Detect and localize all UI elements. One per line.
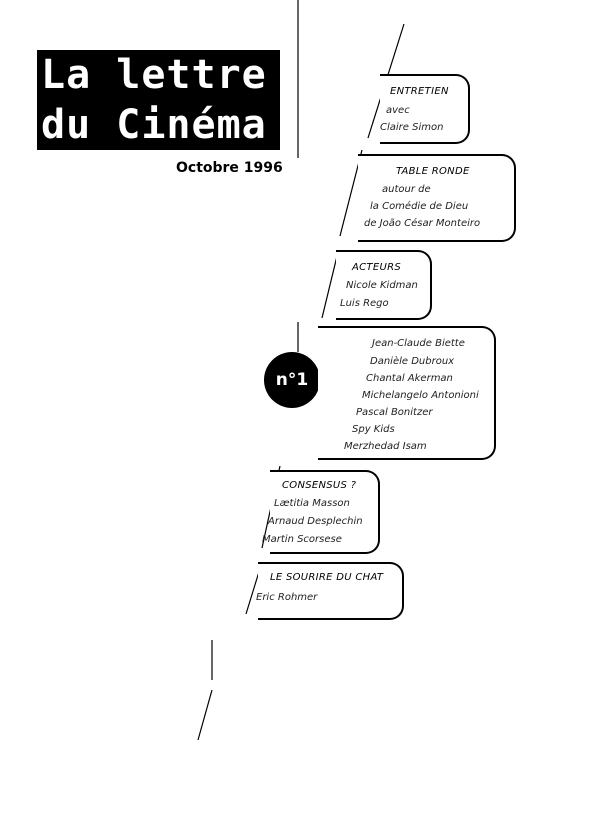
section-entretien-box <box>380 74 470 144</box>
section-table-ronde-item-2: la Comédie de Dieu <box>370 201 469 212</box>
section-table-ronde-title: TABLE RONDE <box>396 166 470 177</box>
issue-number-badge: n°1 <box>264 352 320 408</box>
section-sourire-title: LE SOURIRE DU CHAT <box>270 572 384 583</box>
section-acteurs-title: ACTEURS <box>352 262 401 273</box>
section-names-item-4: Michelangelo Antonioni <box>362 390 479 401</box>
section-sourire-box <box>258 562 404 620</box>
section-names-item-3: Chantal Akerman <box>366 373 453 384</box>
section-consensus-item-3: Martin Scorsese <box>262 534 342 545</box>
section-names-item-7: Merzhedad Isam <box>344 441 427 452</box>
section-entretien-item-2: Claire Simon <box>380 122 444 133</box>
section-entretien-item-1: avec <box>386 105 410 116</box>
section-table-ronde-item-3: de João César Monteiro <box>364 218 481 229</box>
masthead: La lettre du Cinéma <box>37 50 280 150</box>
section-sourire-item-1: Eric Rohmer <box>256 592 318 603</box>
section-consensus-box <box>270 470 380 554</box>
section-table-ronde-item-1: autour de <box>382 184 431 195</box>
section-names-item-2: Danièle Dubroux <box>370 356 455 367</box>
section-names-item-5: Pascal Bonitzer <box>356 407 433 418</box>
section-table-ronde-box <box>358 154 516 242</box>
section-names-item-6: Spy Kids <box>352 424 395 435</box>
section-names-box <box>318 326 496 460</box>
section-acteurs-box <box>336 250 432 320</box>
section-consensus-item-2: Arnaud Desplechin <box>268 516 363 527</box>
section-acteurs-item-2: Luis Rego <box>340 298 389 309</box>
section-names-item-1: Jean-Claude Biette <box>372 338 465 349</box>
section-acteurs-item-1: Nicole Kidman <box>346 280 418 291</box>
section-consensus-item-1: Lætitia Masson <box>274 498 350 509</box>
section-consensus-title: CONSENSUS ? <box>282 480 357 491</box>
section-entretien-title: ENTRETIEN <box>390 86 449 97</box>
diagonal-rule-7 <box>197 689 213 741</box>
issue-date: Octobre 1996 <box>176 160 283 176</box>
masthead-line-2: du Cinéma <box>37 100 280 150</box>
masthead-line-1: La lettre <box>37 50 280 100</box>
diagonal-rule-3 <box>321 251 339 319</box>
